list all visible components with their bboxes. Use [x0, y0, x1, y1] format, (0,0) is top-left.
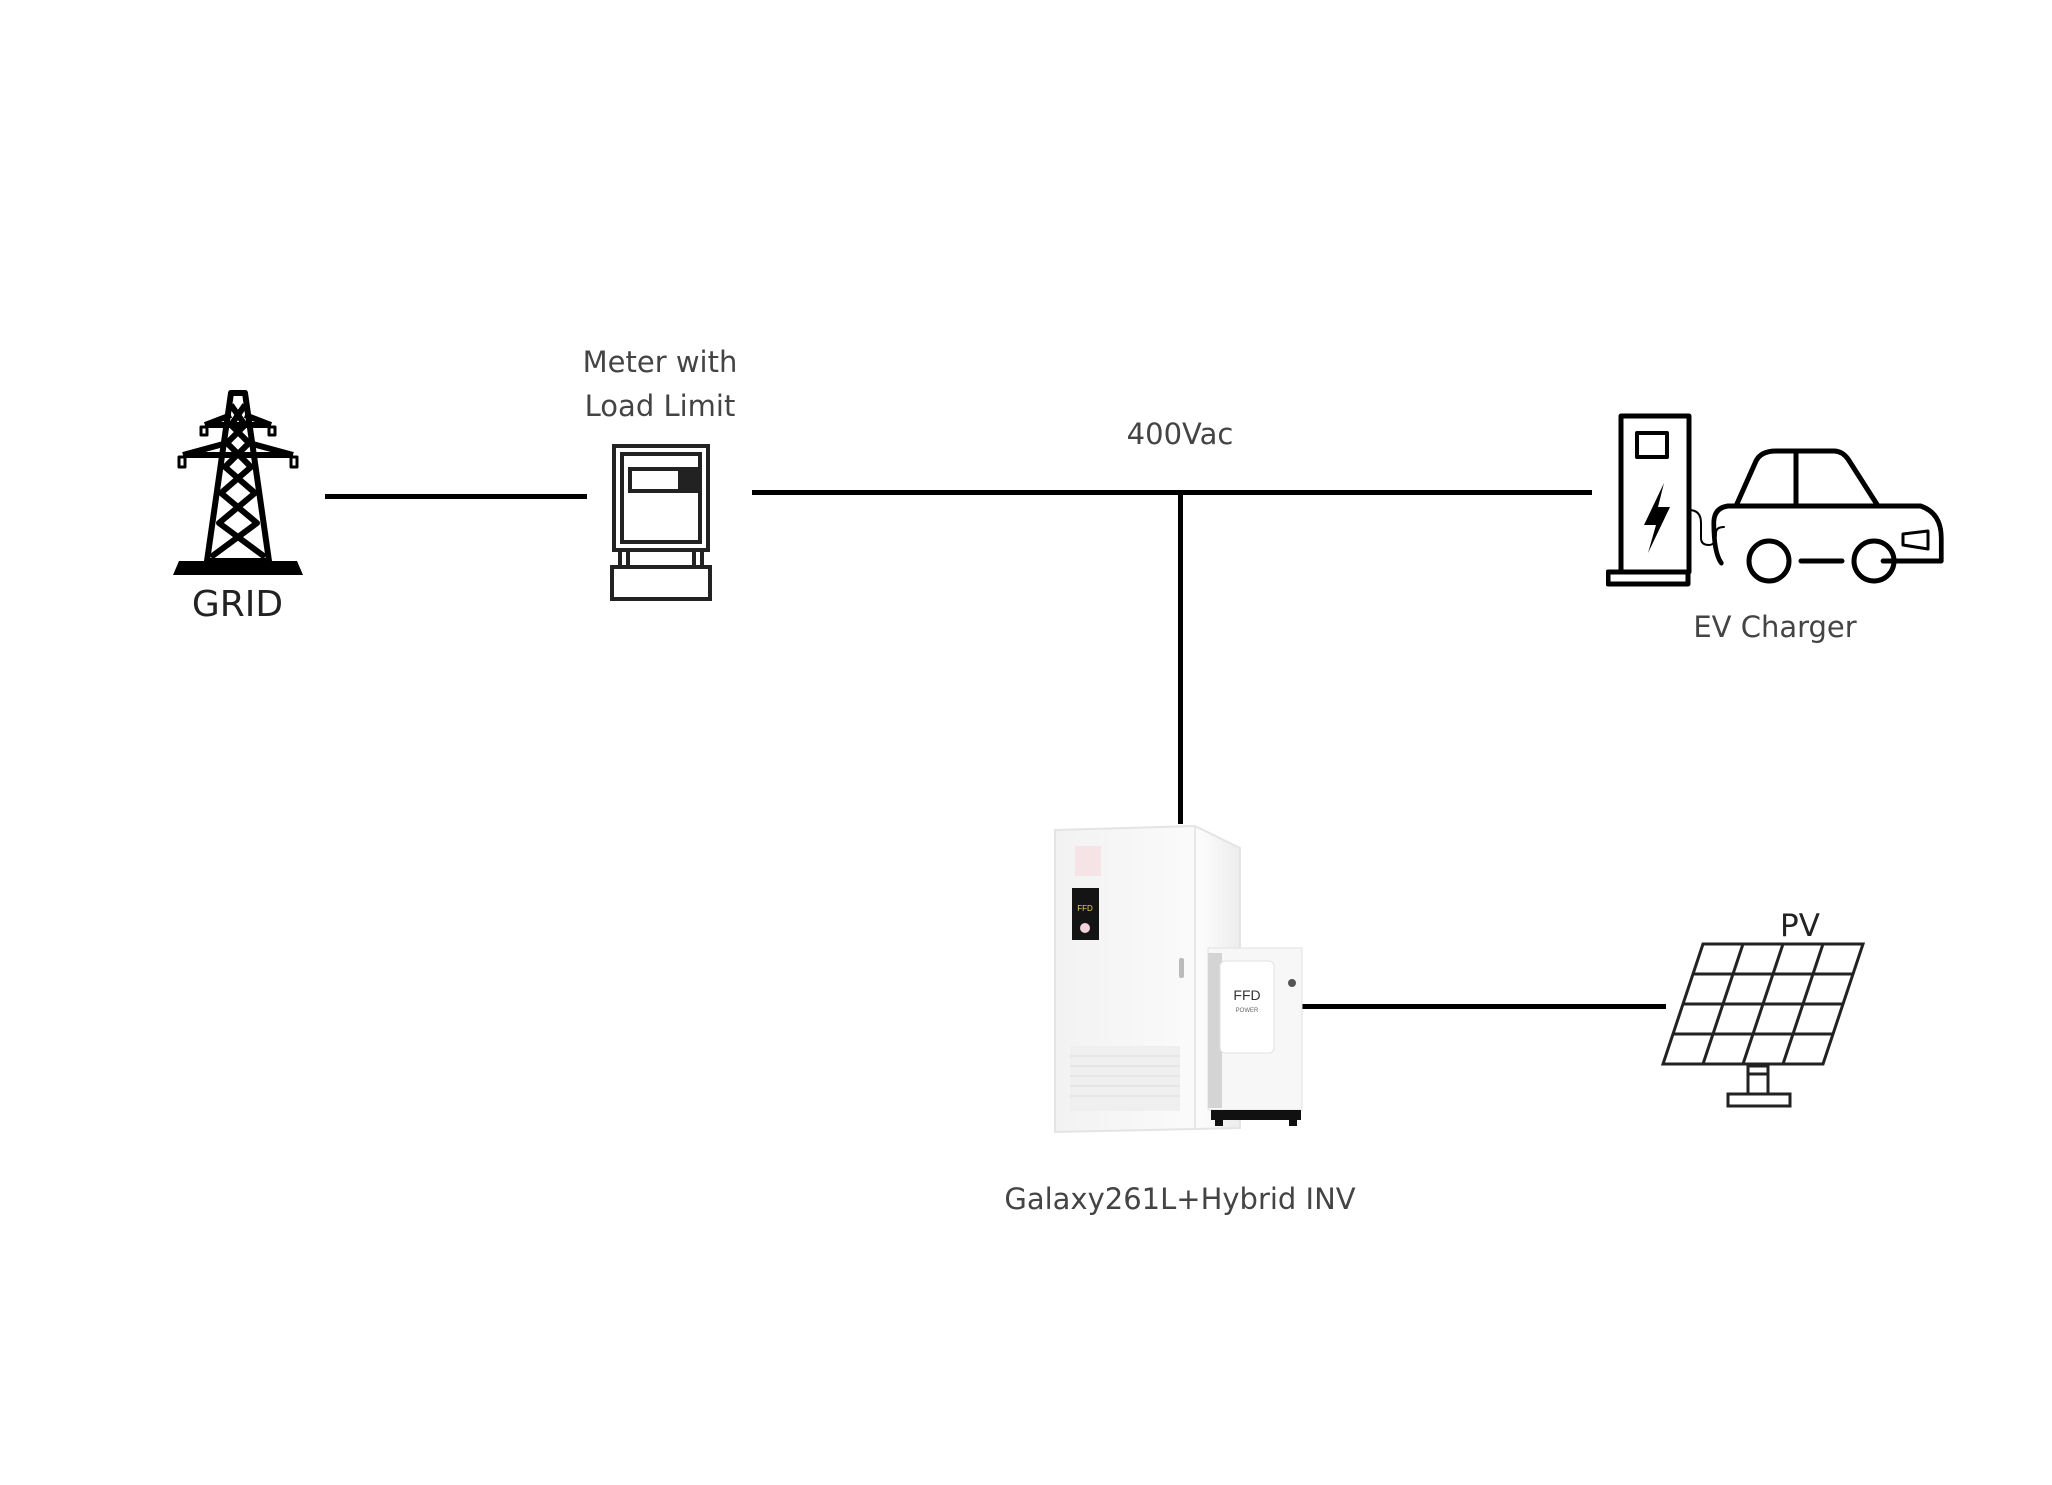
- pv-node: [1660, 940, 1900, 1120]
- meter-node: [610, 443, 712, 603]
- pv-label: PV: [1780, 908, 1820, 944]
- inverter-brand-text: FFD: [1233, 987, 1260, 1003]
- battery-cabinet-inverter-icon: FFD FFD POWER: [1054, 824, 1303, 1134]
- edge-meter-bus: [752, 490, 1592, 495]
- storage-node: FFD FFD POWER: [1045, 818, 1305, 1138]
- transmission-tower-icon: [173, 390, 303, 575]
- ev-charger-car-icon: [1605, 413, 1944, 587]
- ev-charger-node: [1605, 403, 1956, 593]
- grid-node: GRID: [165, 385, 310, 630]
- grid-label: GRID: [191, 584, 284, 625]
- electric-meter-icon: [610, 444, 712, 601]
- cabinet-brand-text: FFD: [1077, 904, 1093, 913]
- meter-label-line2: Load Limit: [584, 389, 736, 423]
- ev-charger-label: EV Charger: [1693, 610, 1857, 644]
- solar-panel-icon: [1660, 942, 1866, 1108]
- bus-voltage-label: 400Vac: [1126, 417, 1234, 451]
- edge-grid-meter: [325, 494, 587, 499]
- meter-label-line1: Meter with: [582, 345, 738, 379]
- storage-label: Galaxy261L+Hybrid INV: [1004, 1182, 1356, 1216]
- inverter-brand-subtext: POWER: [1236, 1008, 1259, 1014]
- edge-bus-storage: [1178, 490, 1183, 824]
- edge-storage-pv: [1300, 1004, 1666, 1009]
